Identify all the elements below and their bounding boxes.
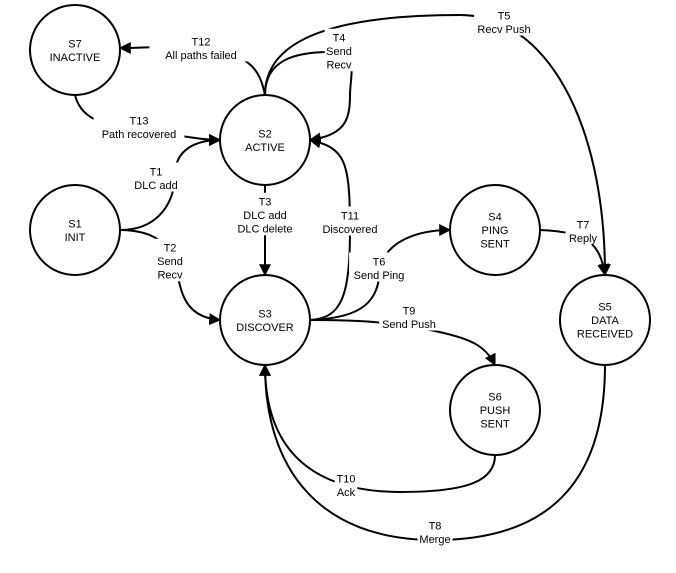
transition-t11-label-line-1: T11 — [341, 210, 359, 222]
transition-t3-label-bg — [232, 192, 298, 236]
transition-t3-label-line-3: DLC delete — [237, 224, 292, 236]
transition-t7-label-line-2: Reply — [569, 233, 598, 245]
transition-t7-label-bg — [565, 215, 601, 245]
edge-t8 — [259, 363, 606, 542]
edge-t10 — [259, 363, 496, 494]
state-s4-label-line-2: PING — [482, 225, 509, 237]
transition-t1-label-line-1: T1 — [150, 166, 163, 178]
state-s4-circle — [449, 184, 541, 276]
transition-t4-label-line-2: Send — [326, 46, 352, 58]
transition-t13-label-line-1: T13 — [130, 115, 149, 127]
edge-t5 — [264, 13, 611, 277]
transition-t11-label-line-2: Discovered — [322, 224, 377, 236]
state-s6-circle — [449, 364, 541, 456]
state-s7-label-line-1: S7 — [68, 38, 81, 50]
transition-t12-label-line-1: T12 — [192, 36, 211, 48]
transition-t13-label-bg — [93, 111, 185, 141]
transition-t4-label-bg — [324, 28, 354, 72]
state-s2-label-line-2: ACTIVE — [245, 142, 285, 154]
transition-t8-label-bg — [417, 516, 453, 546]
transition-t10-label-line-2: Ack — [337, 487, 356, 499]
state-s5-label-line-3: RECEIVED — [577, 329, 633, 341]
state-s5-label-line-1: S5 — [598, 302, 611, 314]
state-s1-label-line-1: S1 — [68, 218, 81, 230]
transition-t2-label-line-3: Recv — [157, 270, 183, 282]
transition-t1-label-bg — [132, 162, 180, 192]
transition-t5-label-line-2: Recv Push — [477, 24, 530, 36]
transition-t12-label-line-2: All paths failed — [165, 50, 237, 62]
state-s7-label-line-2: INACTIVE — [50, 52, 101, 64]
transition-t6-label-line-1: T6 — [373, 256, 386, 268]
state-s3-label-line-1: S3 — [258, 308, 271, 320]
transition-t8-label-line-2: Merge — [419, 534, 450, 546]
transition-t9-label-line-2: Send Push — [382, 319, 436, 331]
state-s6-label-line-3: SENT — [480, 419, 510, 431]
transition-t13-label-line-2: Path recovered — [102, 129, 177, 141]
transition-t9-label-line-1: T9 — [403, 305, 416, 317]
transition-t9-label-bg — [379, 301, 439, 331]
state-s1-circle — [29, 184, 121, 276]
transition-t10-label-line-1: T10 — [337, 473, 356, 485]
state-s5-label-line-2: DATA — [591, 315, 619, 327]
transition-t12-label-bg — [149, 32, 253, 62]
transition-t4-label-line-3: Recv — [326, 60, 352, 72]
transition-t8-label-line-1: T8 — [429, 520, 442, 532]
state-s3-circle — [219, 274, 311, 366]
transition-t6-label-bg — [349, 252, 409, 282]
transition-t11-label-bg — [317, 206, 383, 236]
state-s6-label-line-1: S6 — [488, 392, 501, 404]
state-s3-label-line-2: DISCOVER — [236, 322, 294, 334]
transition-t5-label-bg — [474, 6, 534, 36]
transition-t10-label-bg — [334, 469, 358, 499]
transition-t2-label-line-2: Send — [157, 256, 183, 268]
state-s2-label-line-1: S2 — [258, 128, 271, 140]
state-s7-circle — [29, 4, 121, 96]
transition-t2-label-bg — [155, 238, 185, 282]
transition-t7-label-line-1: T7 — [577, 219, 590, 231]
state-s2-circle — [219, 94, 311, 186]
transition-t4-label-line-1: T4 — [333, 33, 346, 45]
state-s4-label-line-1: S4 — [488, 212, 501, 224]
state-s6-label-line-2: PUSH — [480, 405, 511, 417]
transition-edges — [74, 13, 611, 542]
state-s1-label-line-2: INIT — [65, 232, 86, 244]
state-s4-label-line-3: SENT — [480, 239, 510, 251]
transition-t5-label-line-1: T5 — [498, 10, 511, 22]
transition-t3-label-line-2: DLC add — [243, 210, 286, 222]
transition-t2-label-line-1: T2 — [164, 243, 177, 255]
transition-t6-label-line-2: Send Ping — [354, 270, 405, 282]
transition-t1-label-line-2: DLC add — [134, 180, 177, 192]
transition-t3-label-line-1: T3 — [259, 197, 272, 209]
state-s5-circle — [559, 274, 651, 366]
